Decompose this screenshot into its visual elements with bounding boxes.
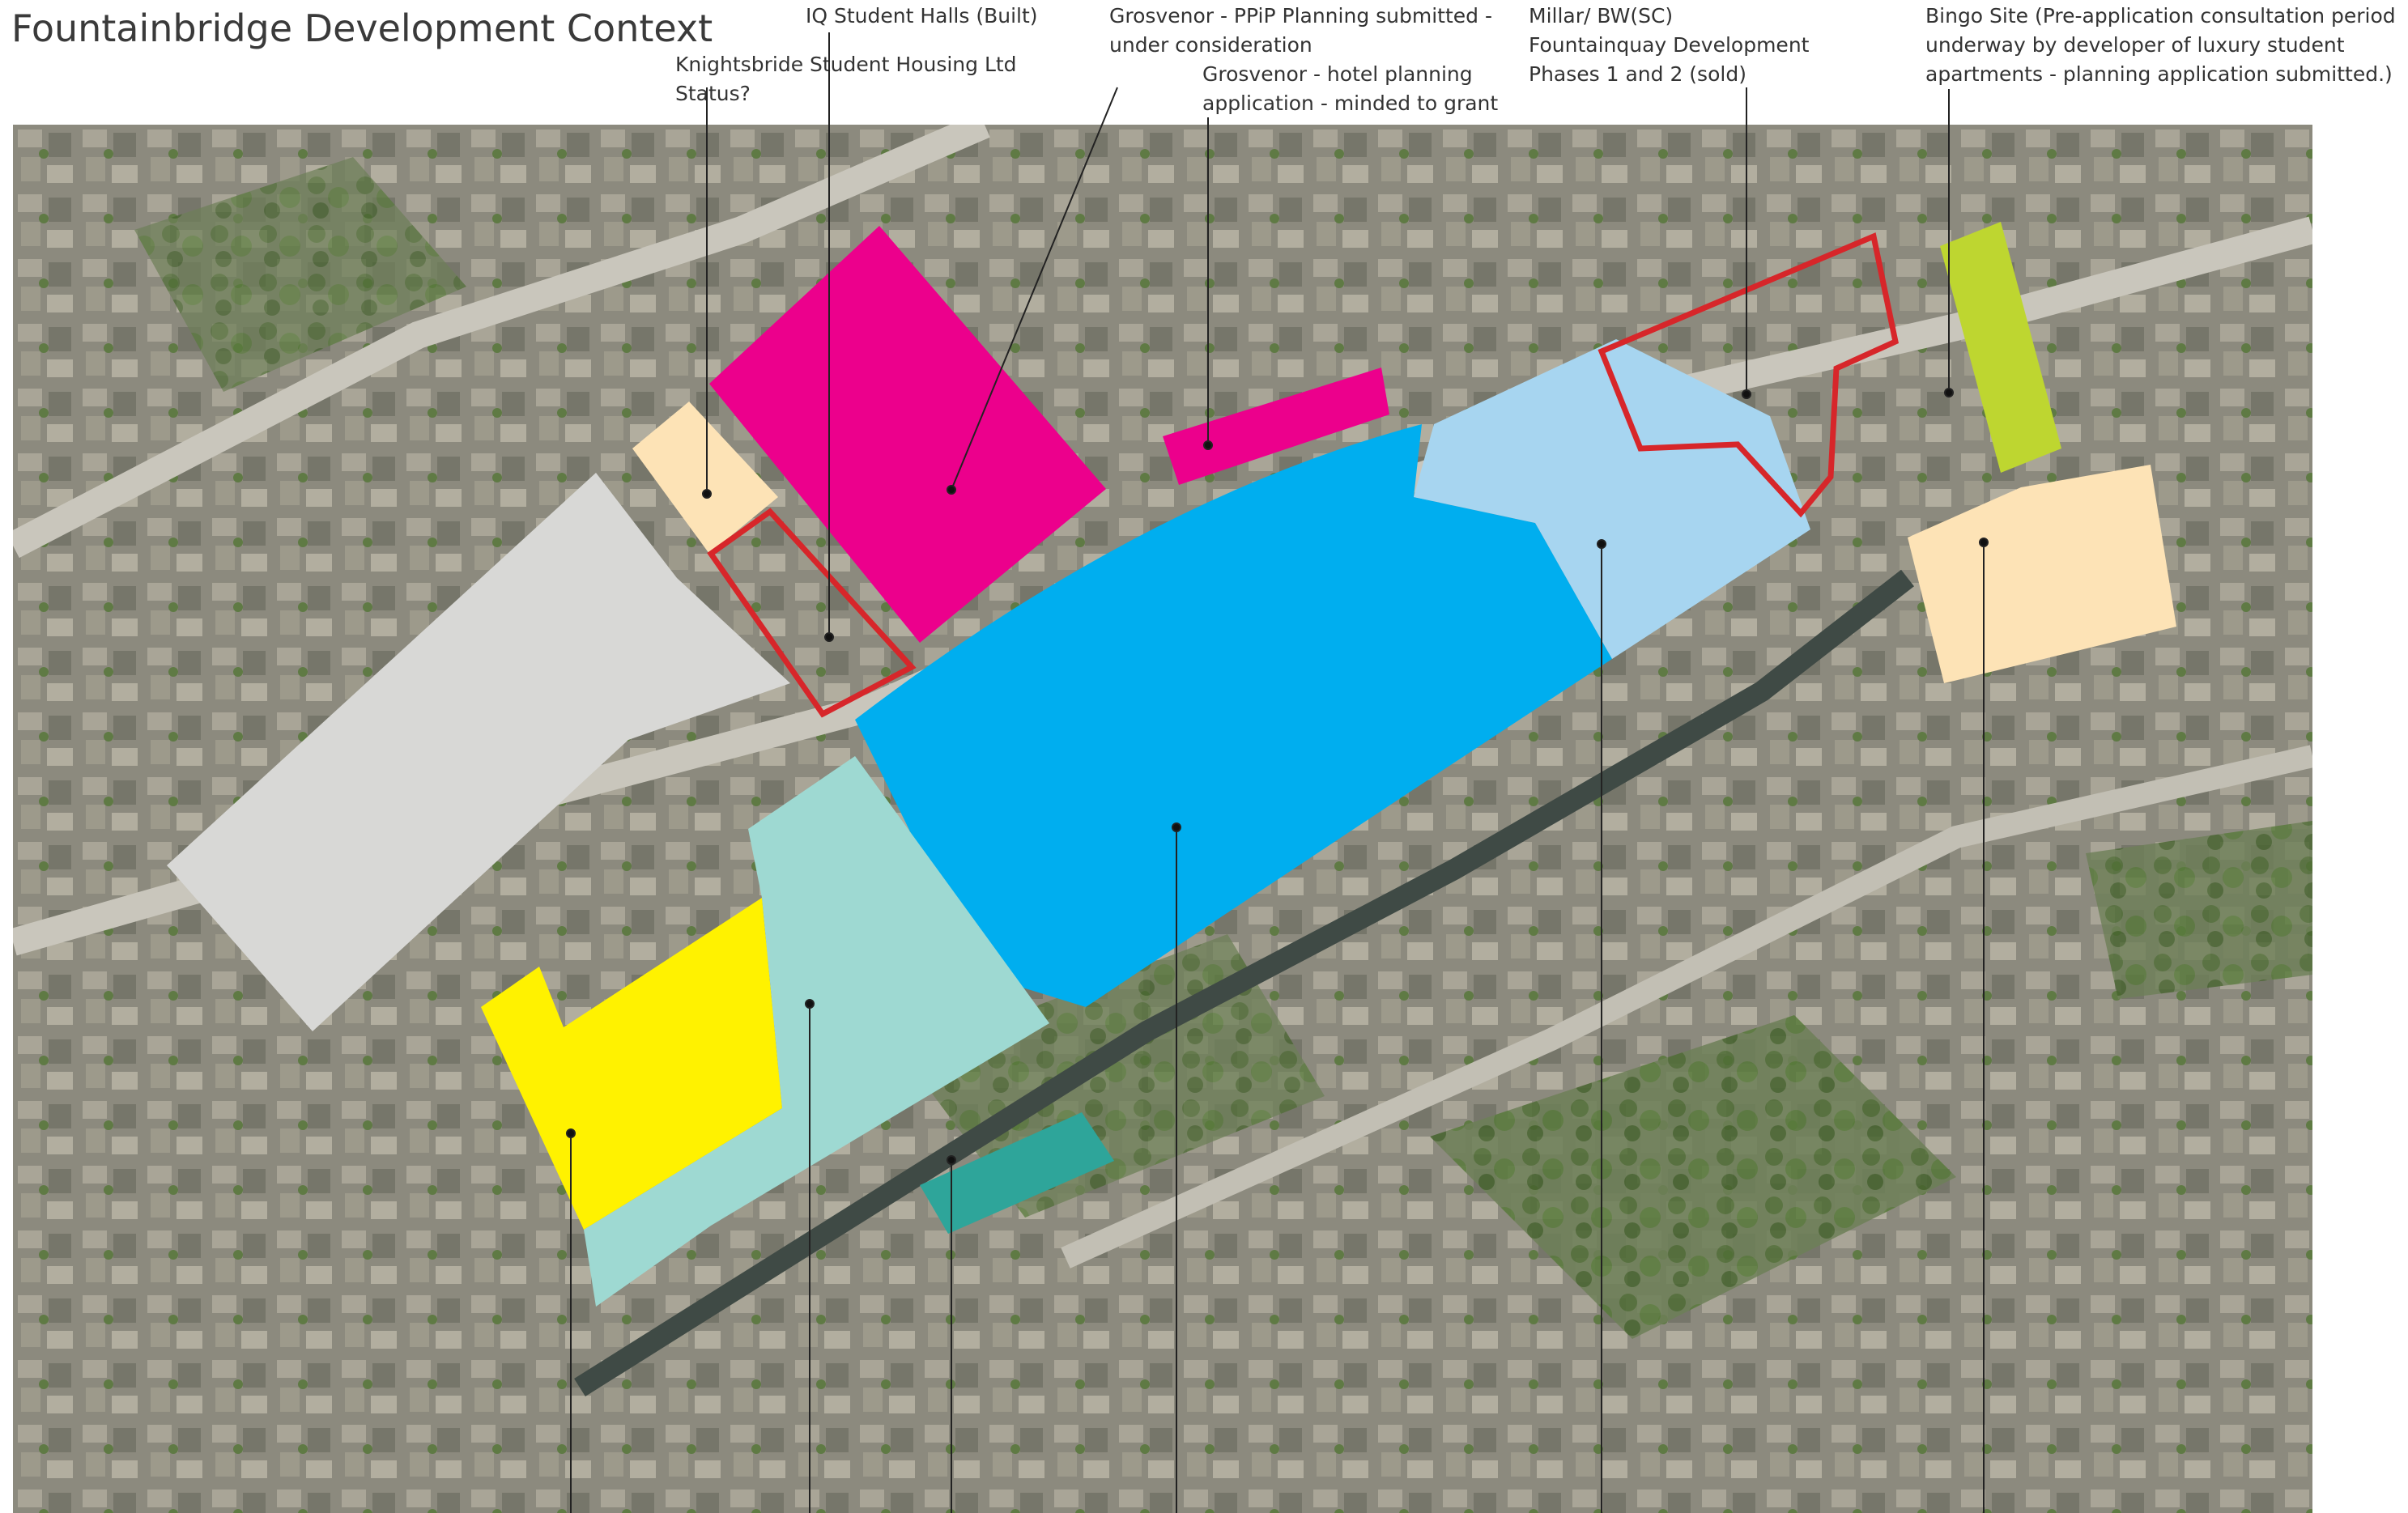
label-line: Grosvenor - PPiP Planning submitted - [1109, 4, 1492, 28]
label-grosvenor-ppip: Grosvenor - PPiP Planning submitted - un… [1109, 2, 1492, 60]
zone-knightsbride-peach [632, 402, 778, 554]
zone-grosvenor-ppip [709, 226, 1106, 643]
outline-millar-fountainquay [1598, 232, 1899, 518]
label-grosvenor-hotel: Grosvenor - hotel planning application -… [1202, 60, 1498, 118]
zone-bingo-peach [1908, 465, 2176, 683]
label-line: under consideration [1109, 33, 1312, 57]
page-title: Fountainbridge Development Context [11, 6, 713, 50]
label-line: application - minded to grant [1202, 91, 1499, 115]
label-line: apartments - planning application submit… [1925, 62, 2393, 86]
label-line: IQ Student Halls (Built) [806, 4, 1038, 28]
park-area [2086, 821, 2312, 999]
zone-mint [584, 756, 1049, 1307]
label-millar-fountainquay: Millar/ BW(SC) Fountainquay Development … [1529, 2, 1809, 89]
aerial-map [13, 125, 2312, 1513]
label-line: Knightsbride Student Housing Ltd [675, 53, 1017, 76]
main-road [1061, 745, 2312, 1269]
zone-central-cyan [855, 424, 1612, 1007]
zone-yellow [481, 898, 782, 1230]
label-line: Millar/ BW(SC) [1529, 4, 1674, 28]
zone-lime [1940, 222, 2061, 473]
zone-teal [920, 1112, 1114, 1234]
label-bingo-site: Bingo Site (Pre-application consultation… [1925, 2, 2396, 89]
label-iq-student-halls: IQ Student Halls (Built) [806, 2, 1038, 31]
label-line: Fountainquay Development [1529, 33, 1810, 57]
zone-fountainquay-light-blue [1414, 339, 1810, 659]
label-line: Bingo Site (Pre-application consultation… [1925, 4, 2396, 28]
label-line: Phases 1 and 2 (sold) [1529, 62, 1746, 86]
retail-roof [167, 473, 790, 1031]
canal [574, 569, 1914, 1397]
park-area [1430, 1015, 1956, 1339]
outline-iq-student-halls [707, 508, 917, 718]
zone-grosvenor-hotel [1163, 368, 1389, 485]
label-knightsbride: Knightsbride Student Housing Ltd Status? [675, 50, 1017, 108]
main-road [13, 125, 990, 559]
label-line: Status? [675, 82, 751, 105]
label-line: underway by developer of luxury student [1925, 33, 2345, 57]
park-area [134, 157, 466, 392]
label-line: Grosvenor - hotel planning [1202, 62, 1473, 86]
